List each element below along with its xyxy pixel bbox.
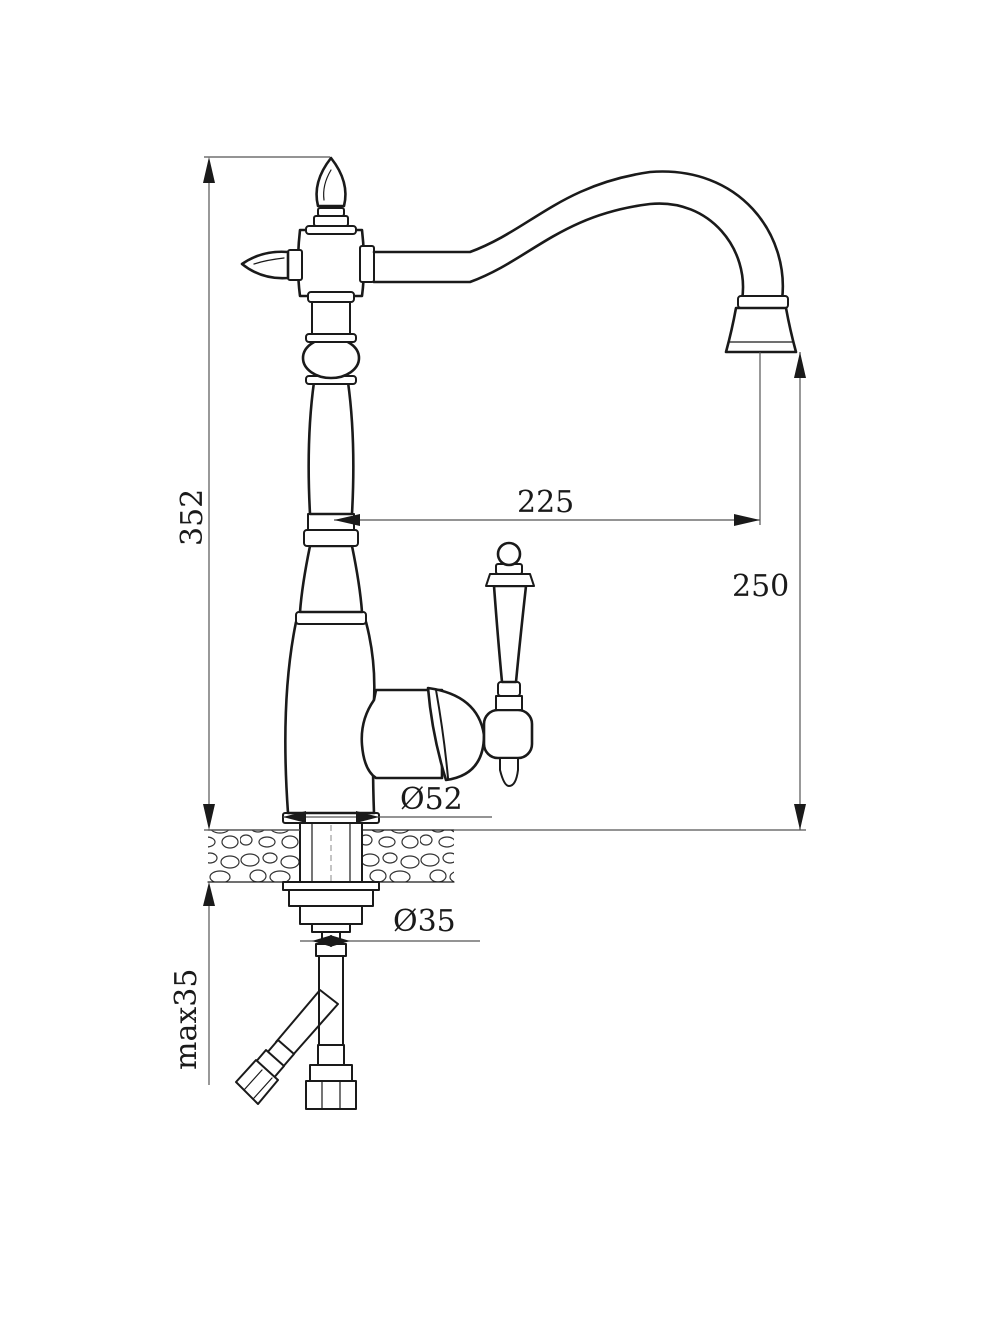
faucet-body [240, 156, 380, 824]
dimension-label-shank-diameter: Ø35 [393, 904, 456, 939]
lever-handle [360, 541, 535, 787]
dimension-label-spout-reach: 225 [517, 485, 574, 520]
dimension-lines [203, 156, 806, 1085]
hoses [235, 943, 357, 1110]
dimension-label-max-counter-thickness: max35 [169, 969, 204, 1070]
dimension-label-spout-height: 250 [732, 569, 789, 604]
spout [372, 170, 798, 354]
dimension-label-overall-height: 352 [175, 489, 210, 546]
dimension-label-base-diameter: Ø52 [400, 782, 463, 817]
countertop [207, 829, 455, 883]
